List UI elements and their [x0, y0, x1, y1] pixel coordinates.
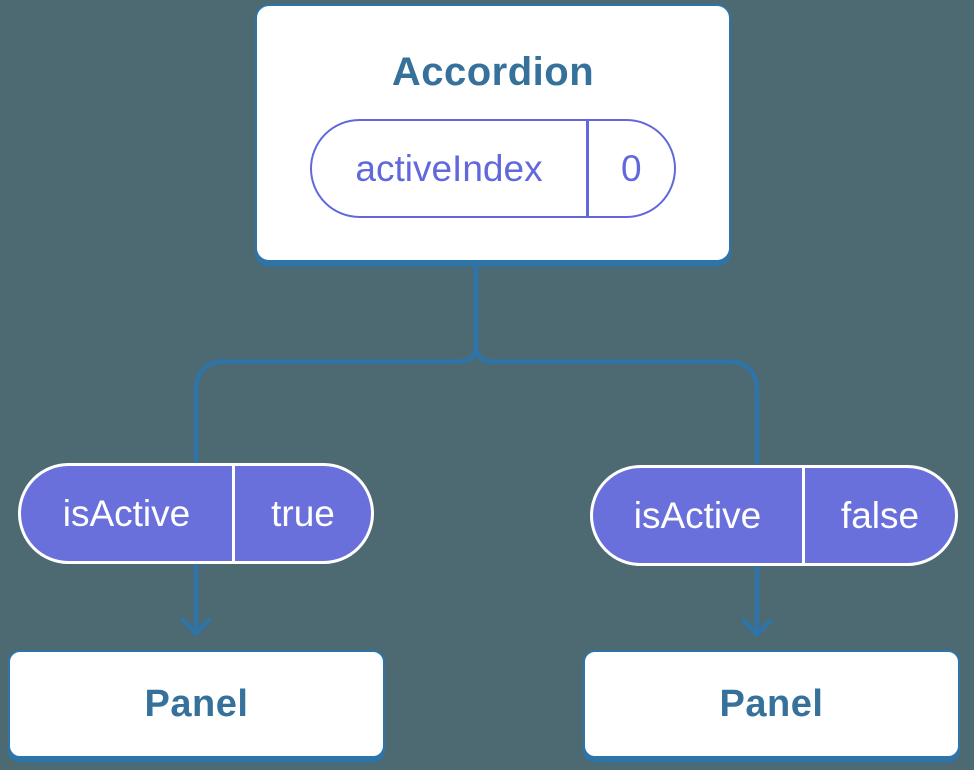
- pill-divider: [232, 466, 235, 561]
- pill-divider: [586, 121, 589, 216]
- pill-divider: [802, 468, 805, 563]
- state-value: 0: [620, 147, 642, 189]
- prop-pill-inactive: isActive false: [590, 465, 958, 566]
- panel-component-card-right: Panel: [583, 650, 960, 758]
- prop-name: isActive: [633, 494, 762, 536]
- state-name: activeIndex: [355, 147, 543, 189]
- prop-value: false: [840, 494, 920, 536]
- accordion-title: Accordion: [391, 50, 595, 94]
- branch-left-line: [193, 255, 479, 467]
- arrow-left-head-icon: [180, 617, 212, 636]
- arrow-right-head-icon: [741, 618, 773, 637]
- prop-pill-active: isActive true: [18, 463, 374, 564]
- panel-title: Panel: [144, 682, 249, 725]
- state-pill: activeIndex 0: [310, 119, 676, 218]
- accordion-component-card: Accordion activeIndex 0: [255, 4, 731, 262]
- branch-right-line: [473, 255, 760, 469]
- panel-component-card-left: Panel: [8, 650, 385, 758]
- prop-name: isActive: [62, 492, 191, 534]
- panel-title: Panel: [719, 682, 824, 725]
- prop-value: true: [271, 492, 335, 534]
